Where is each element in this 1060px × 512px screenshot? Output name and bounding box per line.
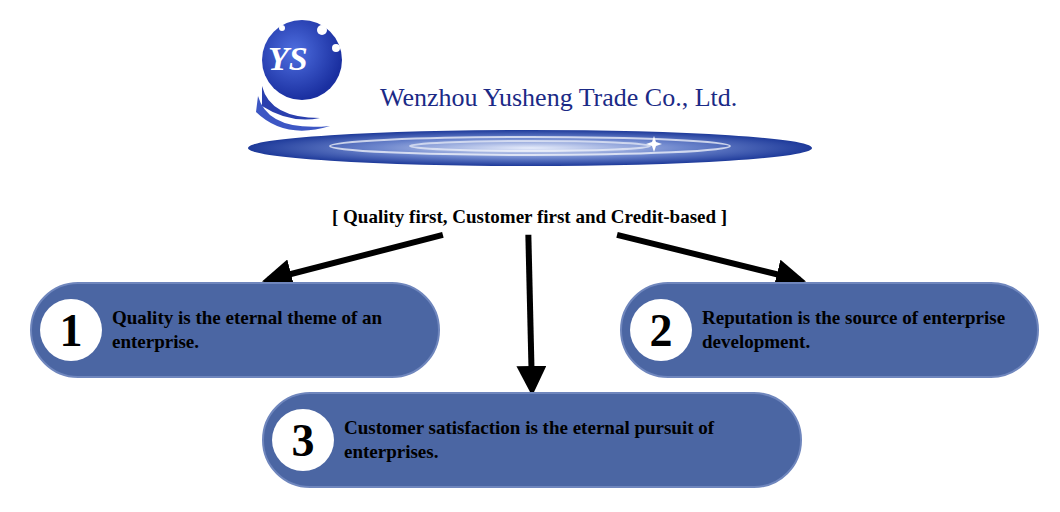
principle-box: 1Quality is the eternal theme of an ente… [30,282,440,378]
logo-dot [332,44,340,52]
principle-text: Quality is the eternal theme of an enter… [112,306,402,354]
disc-ring [410,141,650,151]
callout-number: 1 [40,299,102,361]
logo-letters: YS [268,42,308,76]
logo-swoosh [256,96,330,131]
motto-text-node: [ Quality first, Customer first and Cred… [328,202,731,233]
principle-box: 2Reputation is the source of enterprise … [620,282,1039,378]
principle-text: Reputation is the source of enterprise d… [702,306,1015,354]
disc-ring [330,137,730,155]
principle-text: Customer satisfaction is the eternal pur… [344,416,764,464]
arrow-connector [268,235,443,280]
logo-swoosh [262,86,320,120]
arrow-connector [528,235,532,390]
callout-number: 3 [272,409,334,471]
arrow-connector [617,235,800,280]
motto-text: [ Quality first, Customer first and Cred… [332,206,727,227]
logo-dot [279,25,285,31]
principle-box: 3Customer satisfaction is the eternal pu… [262,392,802,488]
title: Wenzhou Yusheng Trade Co., Ltd. [380,82,737,113]
callout-number: 2 [630,299,692,361]
logo-dot [317,25,327,35]
disc [248,130,812,166]
logo-circle [262,20,342,100]
sparkle [646,136,662,152]
